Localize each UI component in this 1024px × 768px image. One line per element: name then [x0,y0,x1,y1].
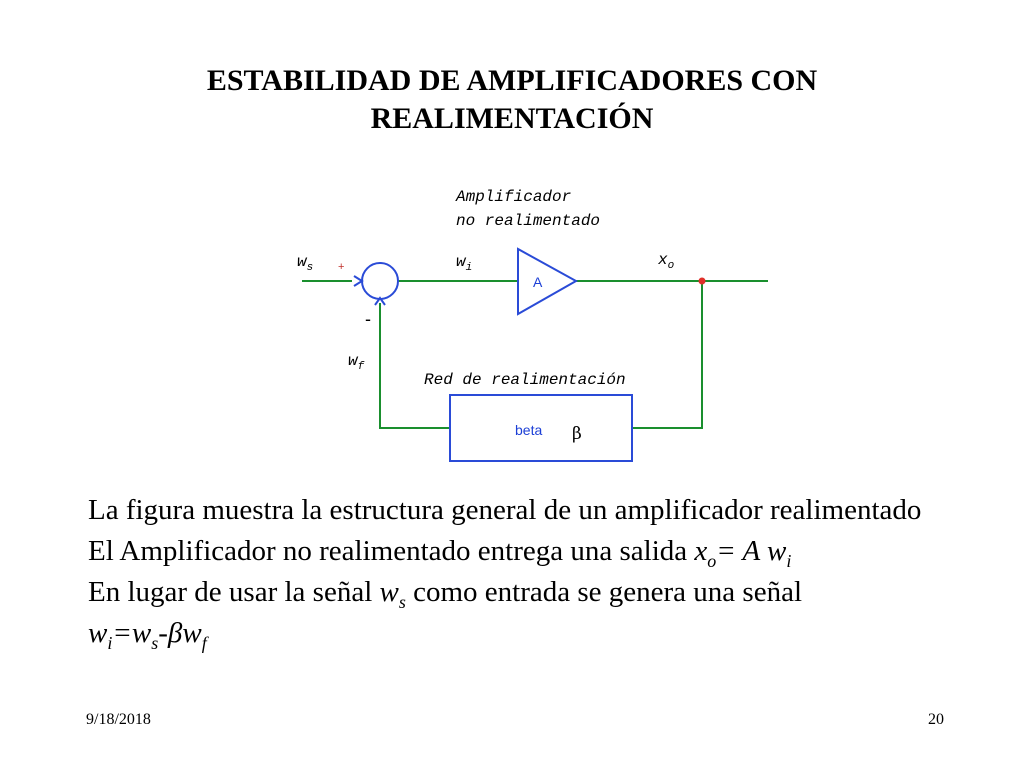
title-line-1: ESTABILIDAD DE AMPLIFICADORES CON [206,64,818,97]
slide-title: ESTABILIDAD DE AMPLIFICADORES CON REALIM… [0,62,1024,138]
beta-symbol: β [572,424,582,444]
minus-sign: - [365,309,371,329]
network-label: Red de realimentación [424,371,626,389]
footer-page-number: 20 [928,711,944,728]
body-text: La figura muestra la estructura general … [88,490,968,654]
feedback-block [449,394,633,462]
feedback-diagram: Amplificador no realimentado A ws + - wi… [297,188,768,462]
amp-label-line2: no realimentado [456,212,600,230]
paragraph-3: En lugar de usar la señal ws como entrad… [88,576,803,612]
feedback-out-wire [632,281,703,429]
summing-junction [361,262,399,300]
output-node [698,277,706,285]
beta-text: beta [515,422,542,438]
footer-date: 9/18/2018 [86,711,151,728]
amp-symbol: A [533,274,543,290]
paragraph-1: La figura muestra la estructura general … [88,494,922,526]
input-arrow [353,275,364,287]
error-label: wi [456,253,472,274]
input-label: ws [297,253,313,274]
plus-sign: + [338,261,344,273]
paragraph-2: El Amplificador no realimentado entrega … [88,535,792,571]
title-line-2: REALIMENTACIÓN [370,102,654,135]
output-label: xo [657,251,674,272]
amplifier-triangle [517,247,579,316]
feedback-return-wire [379,303,450,429]
amp-label-line1: Amplificador [455,188,571,206]
paragraph-4: wi=ws-βwf [88,617,207,653]
feedback-label: wf [348,352,365,373]
